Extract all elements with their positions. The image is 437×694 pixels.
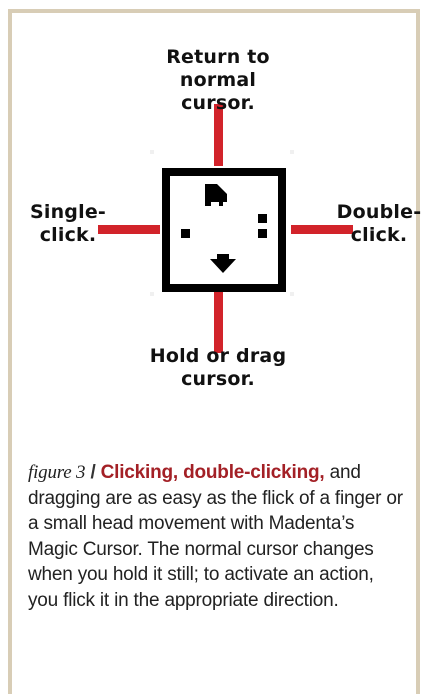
single-click-icon bbox=[181, 229, 190, 238]
cursor-diagram: Return to normal cursor. Single-click. D… bbox=[29, 46, 422, 390]
double-click-icon-top bbox=[258, 214, 267, 223]
arrow-left bbox=[98, 225, 160, 234]
caption-separator: / bbox=[90, 462, 96, 483]
figure-caption: figure 3 / Clicking, double-clicking, an… bbox=[28, 460, 408, 613]
cursor-diagram-graphic bbox=[98, 104, 353, 353]
arrow-right bbox=[291, 225, 353, 234]
pointer-arrow-icon bbox=[205, 184, 227, 206]
drag-arrow-icon bbox=[210, 254, 236, 273]
figure-number: figure 3 bbox=[28, 462, 86, 483]
label-return-normal: Return to normal cursor. bbox=[166, 46, 270, 114]
caption-headline: Clicking, double-clicking, bbox=[100, 462, 325, 483]
arrow-up bbox=[214, 104, 223, 166]
label-double-click: Double-click. bbox=[336, 201, 422, 246]
label-single-click: Single-click. bbox=[29, 201, 106, 246]
double-click-icon-bottom bbox=[258, 229, 267, 238]
label-hold-drag: Hold or drag cursor. bbox=[149, 345, 287, 390]
figure-frame bbox=[8, 9, 420, 694]
caption-body: and dragging are as easy as the flick of… bbox=[28, 462, 403, 611]
arrow-down bbox=[214, 291, 223, 353]
dither-pattern bbox=[150, 150, 294, 296]
